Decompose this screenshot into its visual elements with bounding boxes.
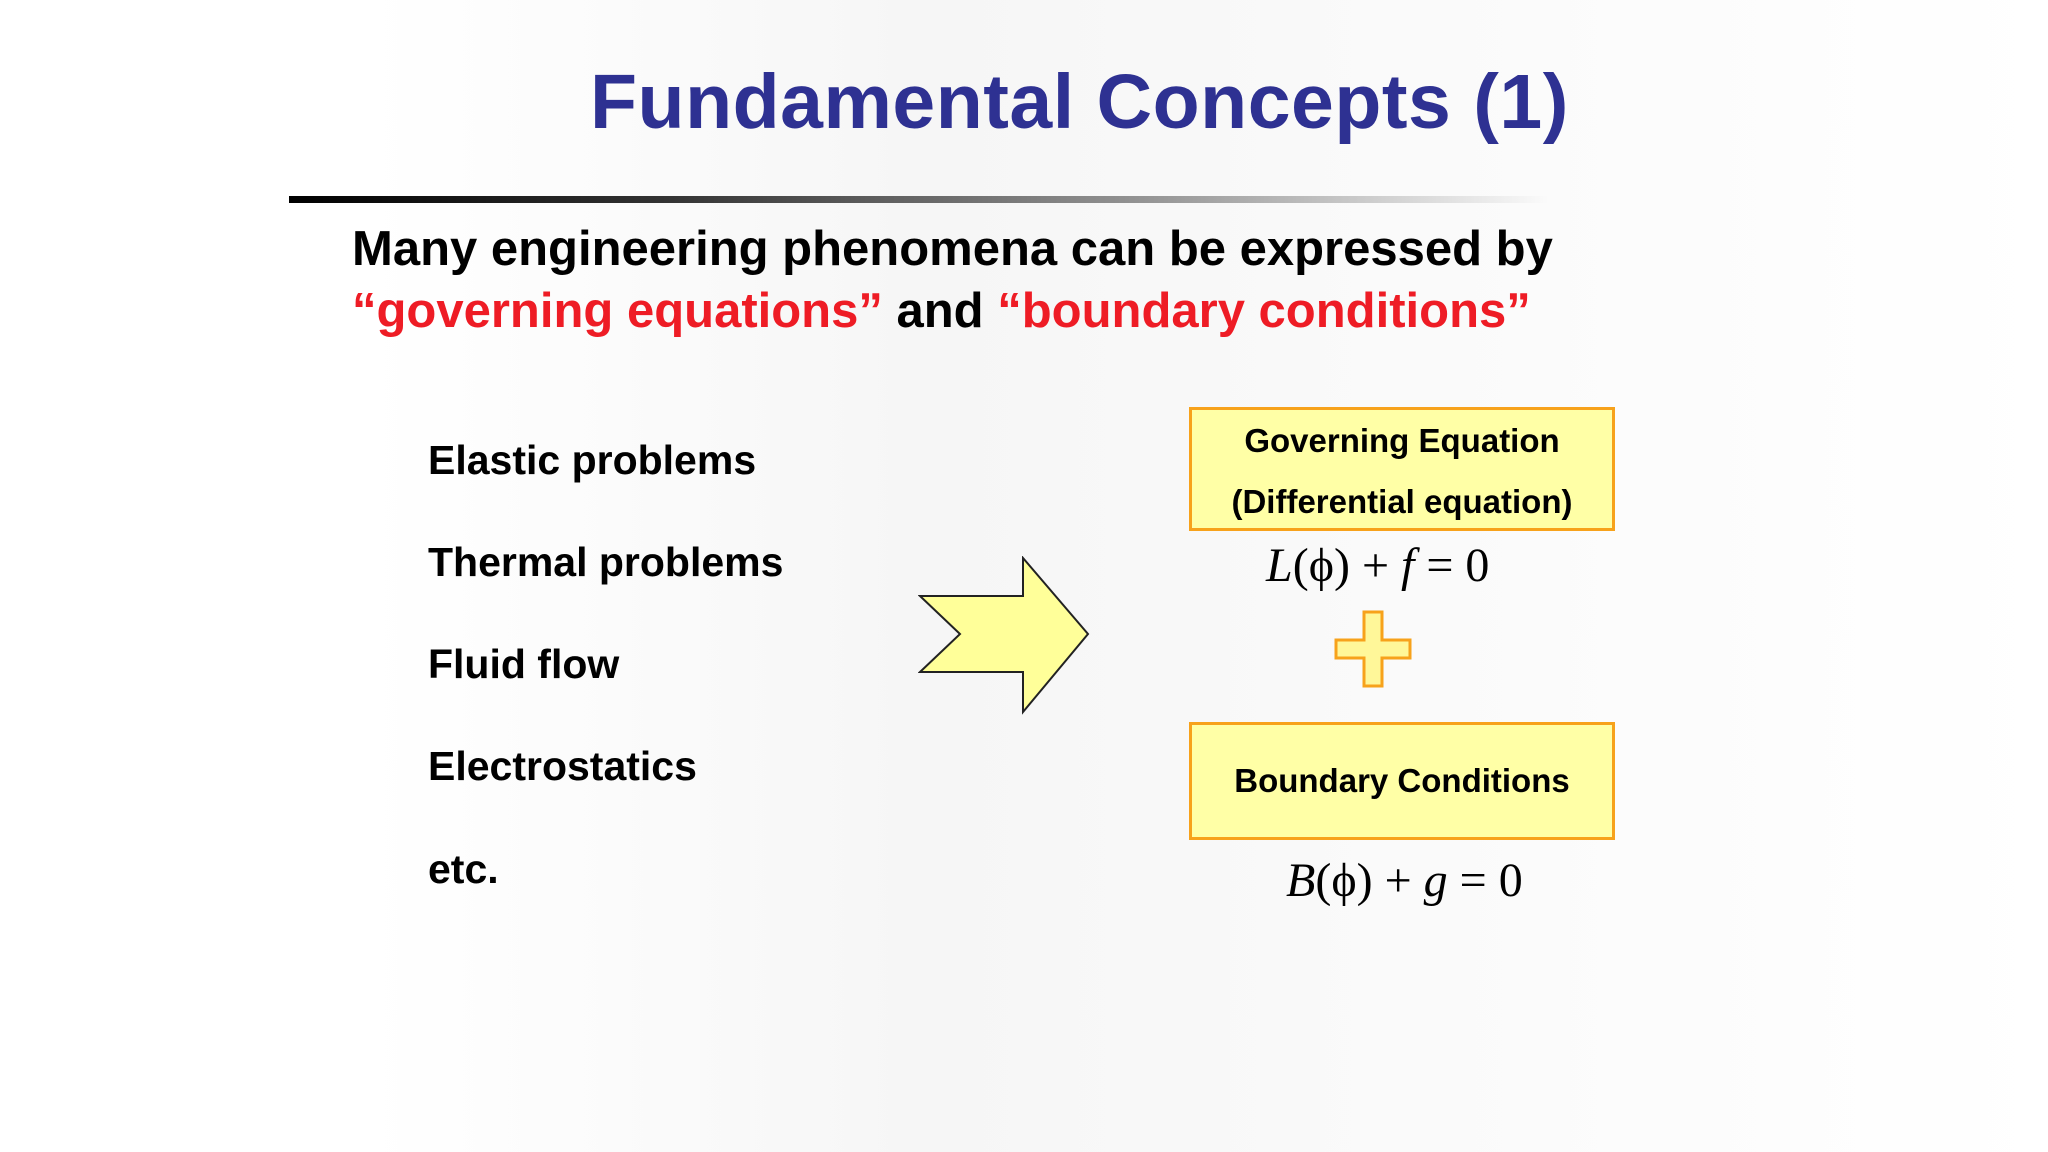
- eq2-plus: +: [1372, 854, 1424, 907]
- eq2-operator-B: B: [1286, 854, 1316, 907]
- eq2-rhs: = 0: [1447, 854, 1523, 907]
- eq1-argument: (ϕ): [1292, 539, 1350, 592]
- governing-equations-term: “governing equations”: [352, 284, 883, 338]
- eq1-operator-L: L: [1266, 539, 1293, 592]
- eq1-term-f: f: [1401, 539, 1415, 592]
- eq2-argument: (ϕ): [1315, 854, 1373, 907]
- problem-item-etc: etc.: [428, 846, 499, 892]
- boundary-conditions-term: “boundary conditions”: [997, 284, 1531, 338]
- boundary-conditions-label: Boundary Conditions: [1234, 762, 1570, 799]
- problem-item-thermal: Thermal problems: [428, 539, 784, 585]
- title-divider: [289, 196, 1549, 203]
- problem-item-electrostatics: Electrostatics: [428, 743, 697, 789]
- differential-equation-label: (Differential equation): [1231, 483, 1573, 520]
- boundary-condition-formula: B(ϕ) + g = 0: [1286, 853, 1523, 908]
- plus-icon: [1334, 610, 1412, 688]
- eq1-plus: +: [1349, 539, 1402, 592]
- governing-equation-formula: L(ϕ) + f = 0: [1266, 538, 1489, 593]
- problem-item-fluid: Fluid flow: [428, 641, 620, 687]
- intro-line-1: Many engineering phenomena can be expres…: [352, 222, 1553, 276]
- eq1-rhs: = 0: [1414, 539, 1490, 592]
- eq2-term-g: g: [1423, 854, 1448, 907]
- intro-line-2: “governing equations” and “boundary cond…: [352, 280, 1752, 342]
- boundary-conditions-box: Boundary Conditions: [1189, 722, 1615, 840]
- intro-text: Many engineering phenomena can be expres…: [352, 218, 1752, 342]
- governing-equation-label: Governing Equation: [1244, 422, 1560, 459]
- right-arrow-icon: [918, 556, 1090, 715]
- intro-and: and: [882, 284, 998, 338]
- slide-title: Fundamental Concepts (1): [590, 59, 1569, 145]
- problem-item-elastic: Elastic problems: [428, 437, 757, 483]
- governing-equation-box: Governing Equation (Differential equatio…: [1189, 407, 1615, 531]
